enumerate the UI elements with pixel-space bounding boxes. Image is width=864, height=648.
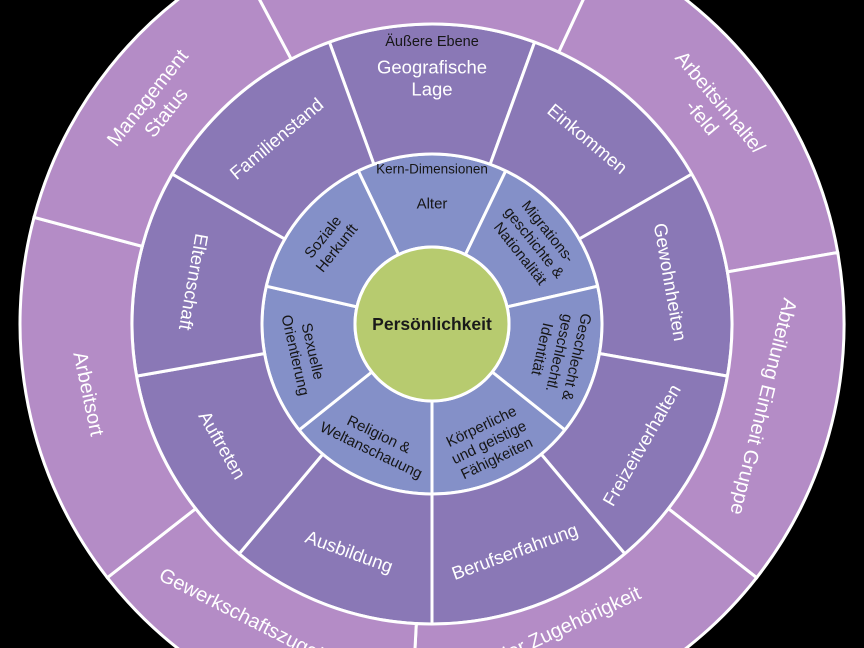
heading-kern-dimensionen: Kern-Dimensionen [376, 162, 488, 177]
center-label: Persönlichkeit [372, 314, 492, 334]
segment-management-status [32, 0, 294, 249]
segment-dauer-der-zugehoerigkeit [413, 506, 759, 648]
segment-top-cropped-segment [258, 0, 585, 62]
center-circle [353, 245, 511, 403]
label-alter: Alter [417, 195, 448, 212]
heading-aeussere-ebene: Äußere Ebene [385, 33, 479, 50]
